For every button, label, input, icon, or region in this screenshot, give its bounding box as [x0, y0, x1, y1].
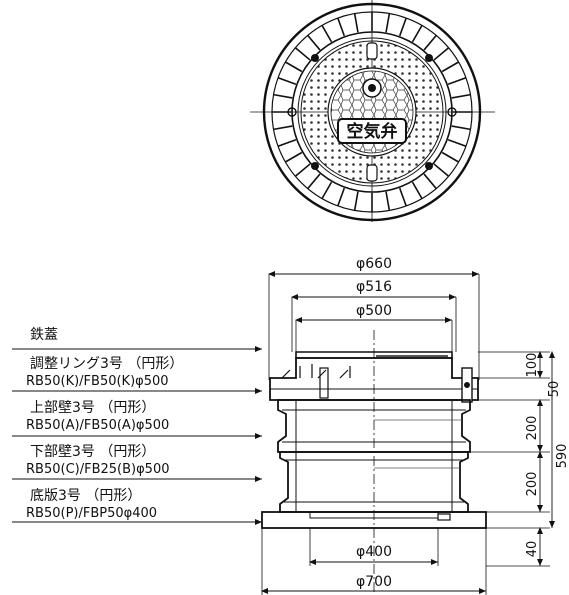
top-dimensions: φ660 φ516 φ500 — [268, 256, 480, 380]
dim-700-label: φ700 — [356, 574, 392, 590]
label-lower-wall: 下部壁3号 （円形） — [30, 444, 155, 460]
frame-rib — [411, 24, 423, 43]
dim-100-label: 100 — [525, 353, 540, 378]
frame-rib — [423, 173, 437, 190]
dim-590-label: 590 — [555, 444, 569, 469]
frame-rib — [451, 125, 471, 131]
frame-rib — [451, 93, 471, 99]
lock-bolt-icon — [311, 162, 319, 170]
cover-edge — [291, 31, 453, 193]
height-dimensions: 100 200 200 40 50 590 — [470, 351, 569, 567]
cover-nameplate — [337, 118, 407, 144]
frame-rib — [284, 151, 303, 163]
frame-rib — [385, 13, 391, 33]
frame-rib — [411, 181, 423, 200]
frame-rib — [433, 47, 450, 61]
dim-40-label: 40 — [525, 541, 540, 558]
frame-rib — [441, 151, 460, 163]
frame-rib — [447, 138, 467, 147]
frame-rib — [441, 61, 460, 73]
frame-rib — [273, 93, 293, 99]
label-bottom-slab-spec: RB50(P)/FBP50φ400 — [26, 506, 157, 521]
cover-nameplate-text: 空気弁 — [347, 121, 398, 142]
frame-rib — [398, 17, 407, 37]
frame-rib — [294, 163, 311, 177]
emblem-center-icon — [368, 84, 376, 92]
frame-rib — [353, 191, 359, 211]
frame-rib — [307, 34, 321, 51]
manhole-section-view — [261, 330, 487, 595]
cover-top-view: 空気弁 — [250, 0, 495, 222]
frame-rib — [398, 187, 407, 207]
dim-50-label: 50 — [547, 381, 562, 398]
frame-rib — [321, 24, 333, 43]
label-bottom-slab: 底版3号 （円形） — [30, 488, 141, 504]
dim-400-label: φ400 — [356, 544, 392, 560]
cover-slot-bottom-icon — [366, 164, 378, 182]
frame-rib — [294, 47, 311, 61]
frame-rib — [433, 163, 450, 177]
frame-rib — [337, 17, 346, 37]
frame-outer-ring — [262, 2, 482, 222]
frame-rib — [321, 181, 333, 200]
frame-rib — [385, 191, 391, 211]
hinge-icon — [447, 107, 457, 117]
lock-bolt-icon — [425, 54, 433, 62]
frame-rib — [337, 187, 346, 207]
label-adjust-ring-spec: RB50(K)/FB50(K)φ500 — [26, 374, 169, 389]
frame-rib — [273, 125, 293, 131]
frame-rib — [284, 61, 303, 73]
frame-rib — [307, 173, 321, 190]
bottom-dimensions: φ400 φ700 — [261, 528, 487, 595]
label-upper-wall: 上部壁3号 （円形） — [30, 400, 155, 416]
frame-rib — [447, 77, 467, 86]
part-labels: 鉄蓋 調整リング3号 （円形） RB50(K)/FB50(K)φ500 上部壁3… — [12, 327, 262, 525]
label-upper-wall-spec: RB50(A)/FB50(A)φ500 — [26, 418, 169, 433]
dim-200-upper-label: 200 — [525, 416, 540, 441]
dim-500-label: φ500 — [356, 303, 392, 319]
frame-rib — [423, 34, 437, 51]
lock-bolt-icon — [311, 54, 319, 62]
lock-bolt-icon — [425, 162, 433, 170]
frame-rib — [353, 13, 359, 33]
anchor-bolt-icon — [319, 367, 329, 399]
frame-rib — [277, 138, 297, 147]
label-lower-wall-spec: RB50(C)/FB25(B)φ500 — [26, 462, 169, 477]
label-adjust-ring: 調整リング3号 （円形） — [30, 356, 183, 372]
label-cover: 鉄蓋 — [30, 327, 58, 343]
dim-516-label: φ516 — [356, 279, 392, 295]
dim-200-lower-label: 200 — [525, 472, 540, 497]
dim-660-label: φ660 — [356, 256, 392, 272]
frame-rib — [277, 77, 297, 86]
hinge-icon — [287, 107, 297, 117]
cover-slot-top-icon — [366, 42, 378, 60]
cover-rim — [297, 37, 447, 187]
